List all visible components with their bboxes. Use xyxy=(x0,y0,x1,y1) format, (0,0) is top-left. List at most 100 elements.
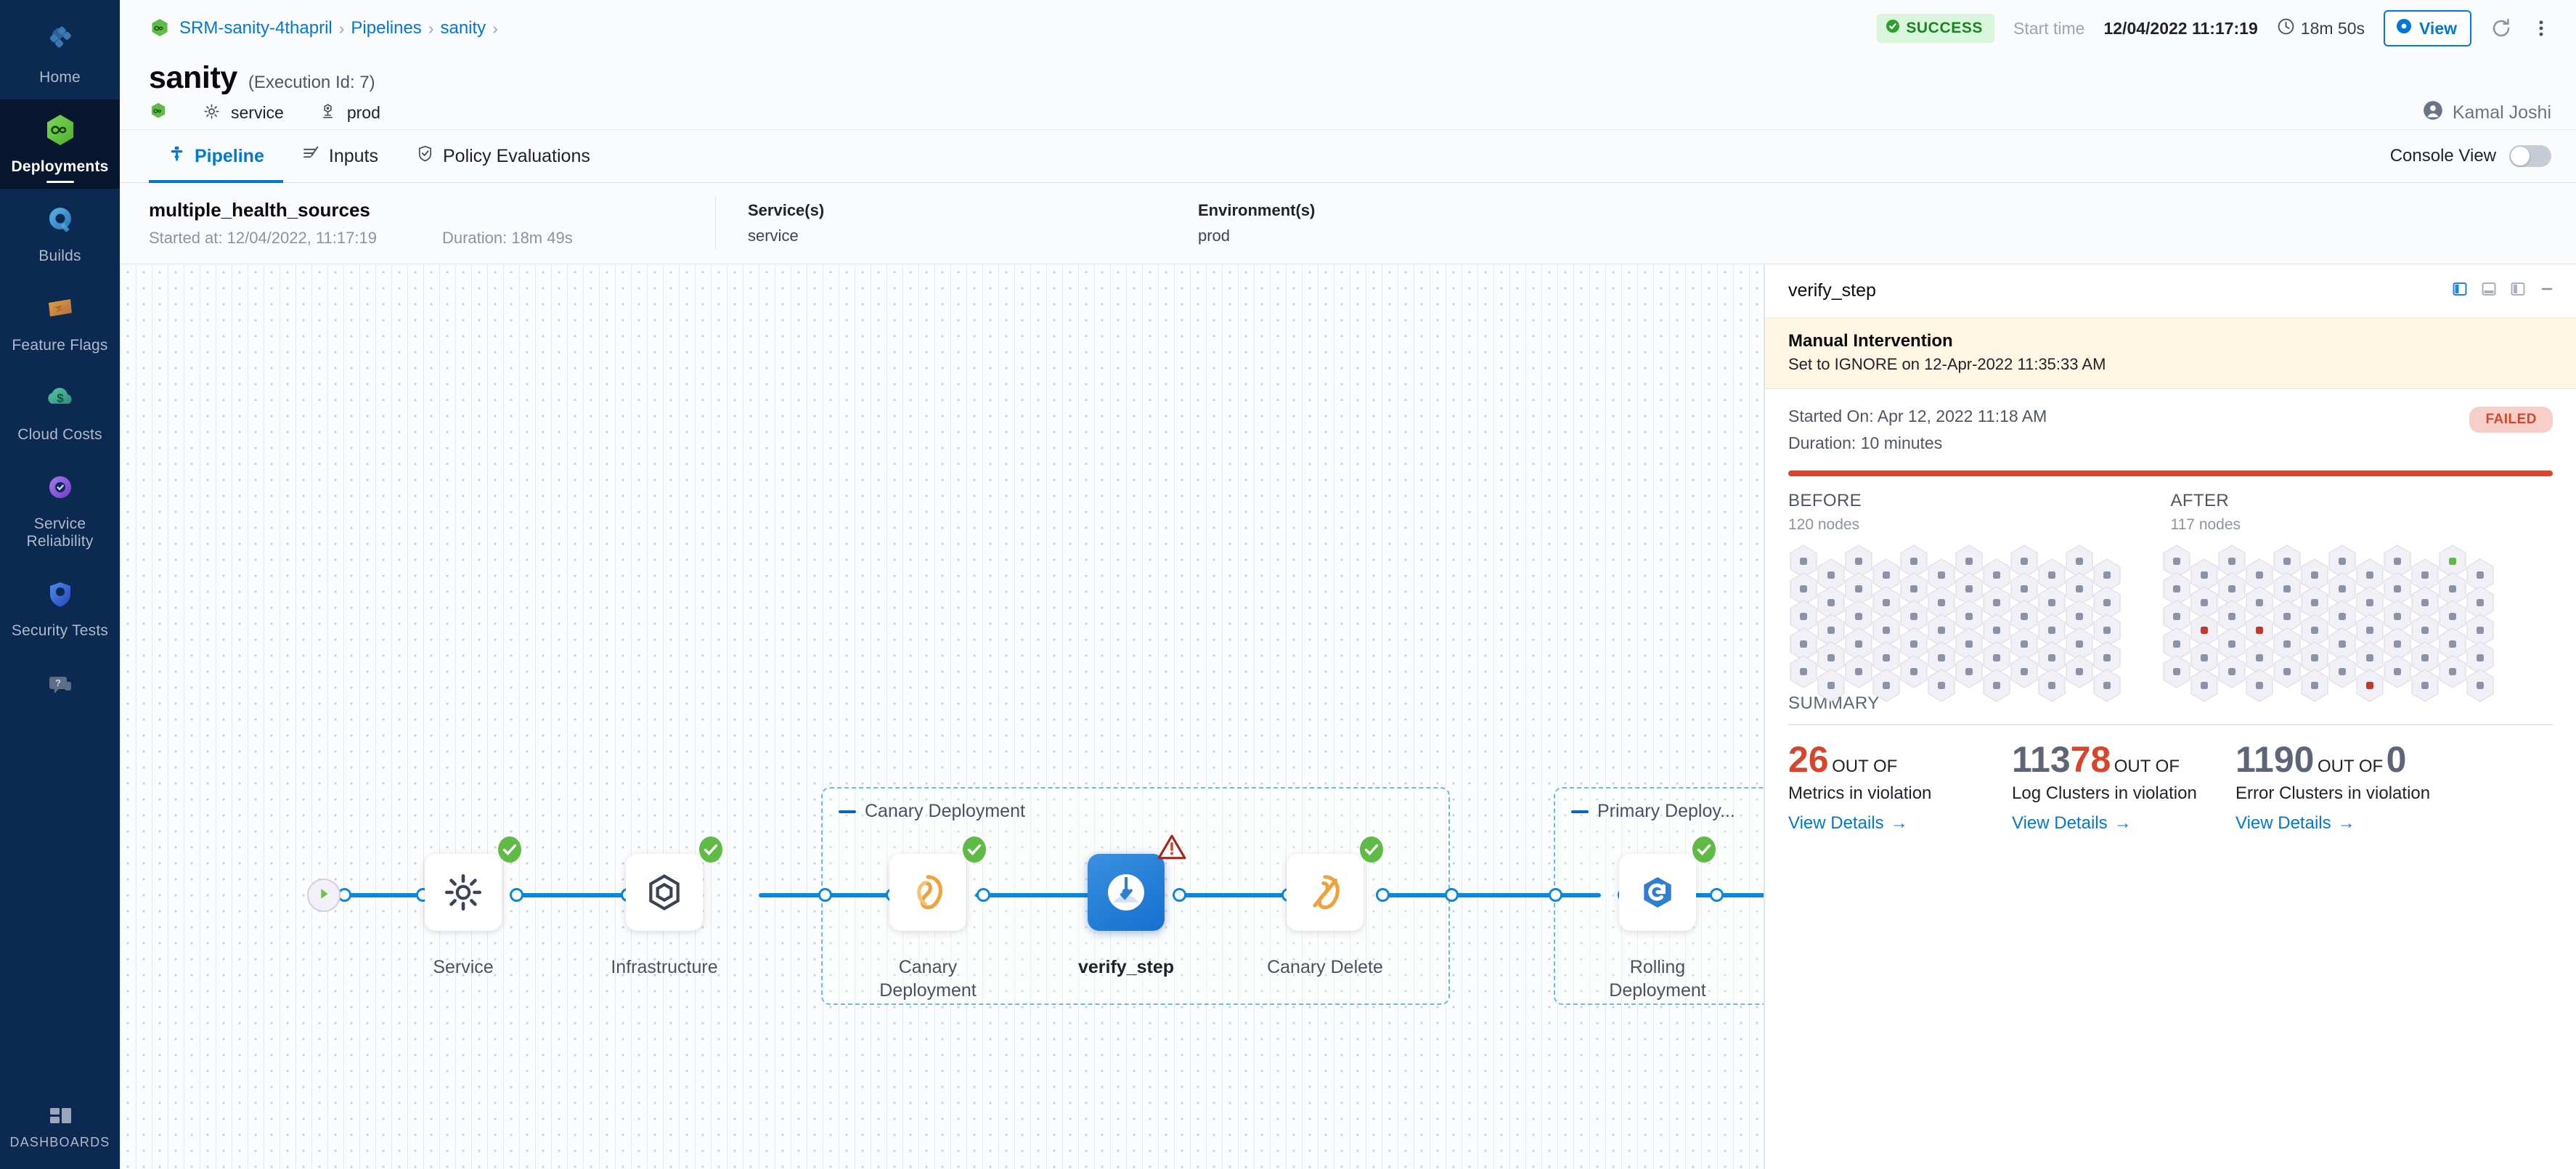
collapse-dash-icon[interactable] xyxy=(839,810,856,813)
node-hexagon[interactable] xyxy=(1816,640,1846,675)
node-hexagon[interactable] xyxy=(2437,599,2468,634)
sidebar-item-cloud-costs[interactable]: $ Cloud Costs xyxy=(0,367,120,457)
view-details-link-errors[interactable]: View Details → xyxy=(2235,813,2355,834)
breadcrumb-item-project[interactable]: SRM-sanity-4thapril xyxy=(179,18,333,38)
view-button[interactable]: View xyxy=(2384,10,2471,46)
node-hexagon[interactable] xyxy=(1843,571,1874,606)
node-hexagon[interactable] xyxy=(2382,654,2413,689)
view-details-link-logs[interactable]: View Details → xyxy=(2012,813,2132,834)
node-hexagon[interactable] xyxy=(2272,654,2302,689)
node-hexagon[interactable] xyxy=(1926,668,1957,703)
split-right-icon[interactable] xyxy=(2509,280,2527,301)
tab-pipeline[interactable]: Pipeline xyxy=(149,130,283,183)
console-view-switch[interactable] xyxy=(2509,145,2551,167)
node-hexagon[interactable] xyxy=(2299,558,2330,592)
pipeline-node-service[interactable] xyxy=(425,854,502,931)
node-hexagon[interactable] xyxy=(1981,668,2012,703)
node-hexagon[interactable] xyxy=(2327,571,2357,606)
refresh-icon[interactable] xyxy=(2490,17,2512,39)
pipeline-start-node[interactable] xyxy=(307,879,341,912)
node-hexagon[interactable] xyxy=(1843,599,1874,634)
pipeline-node-rolling-deployment[interactable] xyxy=(1619,854,1696,931)
node-hexagon[interactable] xyxy=(2064,599,2095,634)
node-hexagon[interactable] xyxy=(2037,640,2067,675)
split-bottom-icon[interactable] xyxy=(2480,280,2498,301)
pipeline-node-canary-deployment[interactable] xyxy=(889,854,966,931)
environments-value[interactable]: prod xyxy=(1198,227,1231,245)
node-hexagon[interactable] xyxy=(2465,668,2495,703)
node-hexagon[interactable] xyxy=(2244,585,2275,620)
user-menu[interactable]: Kamal Joshi xyxy=(2423,100,2551,126)
node-hexagon[interactable] xyxy=(1954,654,1984,689)
sidebar-item-builds[interactable]: Builds xyxy=(0,189,120,278)
node-hexagon[interactable] xyxy=(2437,654,2468,689)
tab-policy-evaluations[interactable]: Policy Evaluations xyxy=(397,130,609,182)
node-hexagon[interactable] xyxy=(2244,558,2275,592)
node-hexagon[interactable] xyxy=(2161,654,2192,689)
node-hexagon[interactable] xyxy=(2299,585,2330,620)
node-hexagon[interactable] xyxy=(2410,668,2440,703)
node-hexagon[interactable] xyxy=(1871,668,1902,703)
pipeline-canvas[interactable]: Canary Deployment Primary Deploy... xyxy=(120,264,1764,1169)
node-hexagon[interactable] xyxy=(2465,558,2495,592)
node-hexagon[interactable] xyxy=(2299,668,2330,703)
node-hexagon[interactable] xyxy=(2092,585,2122,620)
node-hexagon[interactable] xyxy=(1899,599,1929,634)
node-hexagon[interactable] xyxy=(1816,668,1846,703)
node-hexagon[interactable] xyxy=(2217,544,2247,579)
node-hexagon[interactable] xyxy=(2272,571,2302,606)
after-hex-grid[interactable] xyxy=(2161,544,2503,702)
node-hexagon[interactable] xyxy=(1788,627,1819,661)
collapse-dash-icon[interactable] xyxy=(1571,810,1589,813)
node-hexagon[interactable] xyxy=(1843,627,1874,661)
sidebar-item-service-reliability[interactable]: Service Reliability xyxy=(0,457,120,563)
node-hexagon[interactable] xyxy=(2092,558,2122,592)
sidebar-item-home[interactable]: Home xyxy=(0,10,120,99)
node-hexagon[interactable] xyxy=(2355,640,2385,675)
node-hexagon[interactable] xyxy=(2410,558,2440,592)
node-hexagon[interactable] xyxy=(1954,627,1984,661)
node-hexagon[interactable] xyxy=(1926,558,1957,592)
node-hexagon[interactable] xyxy=(2064,654,2095,689)
node-hexagon[interactable] xyxy=(1926,640,1957,675)
node-hexagon[interactable] xyxy=(2355,585,2385,620)
tab-inputs[interactable]: Inputs xyxy=(283,130,397,182)
services-value[interactable]: service xyxy=(748,227,799,245)
node-hexagon[interactable] xyxy=(2217,654,2247,689)
node-hexagon[interactable] xyxy=(2009,571,2039,606)
node-hexagon[interactable] xyxy=(2189,585,2220,620)
node-hexagon[interactable] xyxy=(2009,654,2039,689)
node-hexagon[interactable] xyxy=(2189,668,2220,703)
sidebar-item-help[interactable]: ? xyxy=(0,653,120,718)
node-hexagon[interactable] xyxy=(1871,585,1902,620)
node-hexagon[interactable] xyxy=(2382,627,2413,661)
node-hexagon[interactable] xyxy=(2437,571,2468,606)
node-hexagon[interactable] xyxy=(2299,613,2330,648)
node-hexagon[interactable] xyxy=(2410,613,2440,648)
more-vertical-icon[interactable] xyxy=(2531,18,2551,38)
node-hexagon[interactable] xyxy=(2064,627,2095,661)
sidebar-item-security-tests[interactable]: Security Tests xyxy=(0,563,120,653)
node-hexagon[interactable] xyxy=(2037,668,2067,703)
node-hexagon[interactable] xyxy=(2355,668,2385,703)
pipeline-node-verify-step[interactable] xyxy=(1088,854,1165,931)
node-hexagon[interactable] xyxy=(2217,599,2247,634)
node-hexagon[interactable] xyxy=(2465,640,2495,675)
minimize-icon[interactable] xyxy=(2538,280,2556,301)
node-hexagon[interactable] xyxy=(1871,613,1902,648)
node-hexagon[interactable] xyxy=(2327,599,2357,634)
pipeline-node-canary-delete[interactable] xyxy=(1287,854,1364,931)
sidebar-item-feature-flags[interactable]: Feature Flags xyxy=(0,278,120,367)
node-hexagon[interactable] xyxy=(2009,544,2039,579)
console-view-toggle[interactable]: Console View xyxy=(2390,130,2551,182)
node-hexagon[interactable] xyxy=(1899,627,1929,661)
node-hexagon[interactable] xyxy=(1899,654,1929,689)
view-details-link-metrics[interactable]: View Details → xyxy=(1788,813,1908,834)
node-hexagon[interactable] xyxy=(1788,654,1819,689)
node-hexagon[interactable] xyxy=(2092,668,2122,703)
node-hexagon[interactable] xyxy=(1843,654,1874,689)
node-hexagon[interactable] xyxy=(2327,654,2357,689)
pipeline-node-infrastructure[interactable] xyxy=(626,854,703,931)
breadcrumb-item-sanity[interactable]: sanity xyxy=(440,18,486,38)
breadcrumb-item-pipelines[interactable]: Pipelines xyxy=(351,18,422,38)
